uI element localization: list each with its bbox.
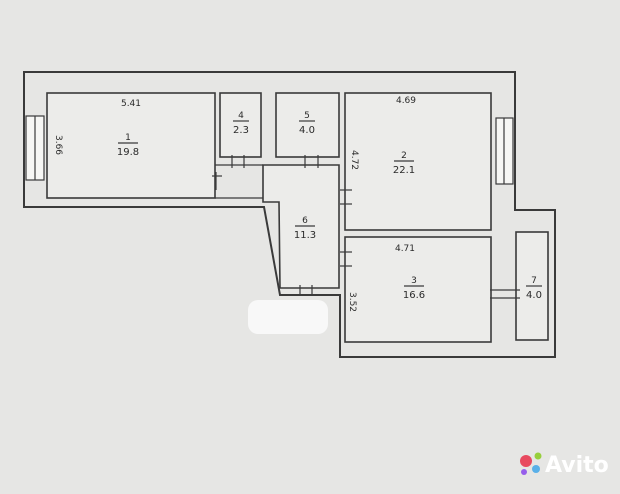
- room-6-number: 6: [302, 216, 308, 226]
- avito-watermark: Avito: [520, 452, 609, 478]
- avito-logo-dot: [532, 465, 540, 473]
- avito-logo-dot: [521, 469, 527, 475]
- room-5-area: [275, 92, 340, 158]
- room-7-number: 7: [531, 276, 537, 286]
- room-label-6: 6 11.3: [294, 216, 316, 241]
- room-1-number: 1: [125, 133, 131, 143]
- room-label-5: 5 4.0: [299, 111, 315, 136]
- dim-room1-width: 5.41: [121, 99, 141, 109]
- dim-room2-width: 4.69: [396, 96, 416, 106]
- room-3-area-value: 16.6: [403, 290, 425, 301]
- room-label-1: 1 19.8: [117, 133, 139, 158]
- room-label-7: 7 4.0: [526, 276, 542, 301]
- room-4-area: [219, 92, 262, 158]
- room-1-area: [46, 92, 216, 199]
- outer-wall: [23, 71, 556, 358]
- room-2-area-value: 22.1: [393, 165, 415, 176]
- room-1-area-value: 19.8: [117, 147, 139, 158]
- hallway-outline: [215, 164, 263, 199]
- room-label-4: 4 2.3: [233, 111, 249, 136]
- dim-room3-height: 3.52: [347, 292, 357, 312]
- avito-wordmark: Avito: [545, 453, 609, 478]
- room-7-area-value: 4.0: [526, 290, 542, 301]
- room-3-number: 3: [411, 276, 417, 286]
- room-5-area-value: 4.0: [299, 125, 315, 136]
- door-ticks: [212, 155, 520, 299]
- room-2-area: [344, 92, 492, 231]
- dim-room3-width: 4.71: [395, 244, 415, 254]
- dim-room2-height: 4.72: [349, 150, 359, 170]
- blurred-patch: [248, 300, 328, 334]
- room-4-number: 4: [238, 111, 244, 121]
- avito-logo-dot: [534, 452, 542, 460]
- dim-room1-height: 3.66: [53, 135, 63, 155]
- room-2-number: 2: [401, 151, 407, 161]
- room-label-2: 2 22.1: [393, 151, 415, 176]
- room-4-area-value: 2.3: [233, 125, 249, 136]
- room-5-number: 5: [304, 111, 310, 121]
- room-label-3: 3 16.6: [403, 276, 425, 301]
- room-6-area-value: 11.3: [294, 230, 316, 241]
- avito-logo-dot: [520, 455, 532, 467]
